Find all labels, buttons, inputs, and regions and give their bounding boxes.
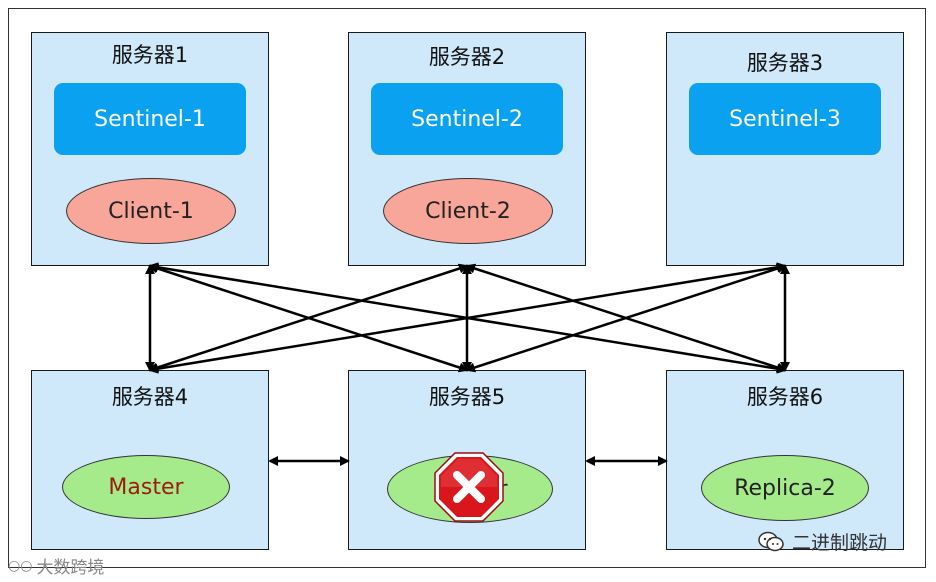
watermark-logo-icon: ○○ bbox=[8, 557, 33, 574]
master-node: Master bbox=[62, 455, 230, 519]
server-5-box: 服务器5 Master bbox=[348, 370, 586, 550]
sentinel-3: Sentinel-3 bbox=[689, 83, 881, 155]
server-4-title: 服务器4 bbox=[111, 385, 189, 409]
server-6-title: 服务器6 bbox=[746, 385, 824, 409]
watermark-left: ○○ 大数跨境 bbox=[8, 557, 105, 579]
replica-2-node: Replica-2 bbox=[701, 455, 869, 521]
client-1: Client-1 bbox=[66, 178, 236, 244]
wechat-icon bbox=[758, 531, 784, 551]
client-2: Client-2 bbox=[383, 178, 553, 244]
server-2-box: 服务器2 Sentinel-2 Client-2 bbox=[348, 32, 586, 266]
server-3-title: 服务器3 bbox=[746, 51, 824, 75]
server-1-title: 服务器1 bbox=[111, 43, 189, 67]
watermark-right: 二进制跳动 bbox=[758, 528, 887, 555]
failure-stop-icon bbox=[434, 452, 504, 522]
link-s3-s5 bbox=[465, 263, 787, 373]
server-1-box: 服务器1 Sentinel-1 Client-1 bbox=[31, 32, 269, 266]
server-6-box: 服务器6 Replica-2 bbox=[666, 370, 904, 550]
sentinel-1: Sentinel-1 bbox=[54, 83, 246, 155]
server-3-box: 服务器3 Sentinel-3 bbox=[666, 32, 904, 266]
server-2-title: 服务器2 bbox=[428, 45, 506, 69]
server-4-box: 服务器4 Master bbox=[31, 370, 269, 550]
server-5-title: 服务器5 bbox=[428, 385, 506, 409]
sentinel-2: Sentinel-2 bbox=[371, 83, 563, 155]
